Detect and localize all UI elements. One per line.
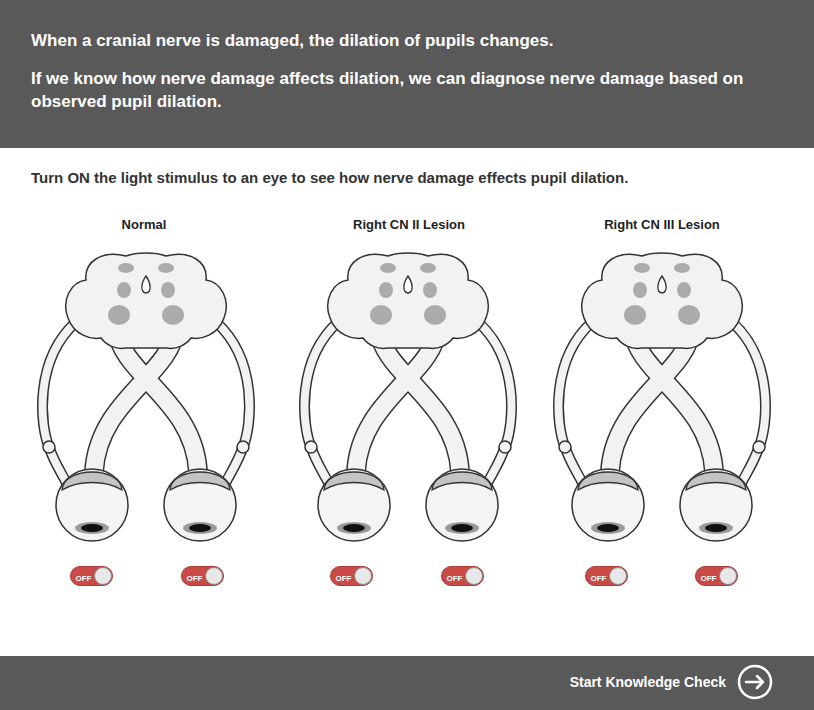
toggle-switch: OFF <box>695 566 738 586</box>
toggle-text: OFF <box>586 569 607 589</box>
panel-title: Right CN III Lesion <box>552 216 772 234</box>
toggle-knob <box>354 567 372 585</box>
toggle-text: OFF <box>442 569 463 589</box>
toggle-knob <box>465 567 483 585</box>
toggle-switch: OFF <box>585 566 628 586</box>
header-band: When a cranial nerve is damaged, the dil… <box>0 0 814 148</box>
toggle-switch: OFF <box>70 566 113 586</box>
toggle-switch: OFF <box>441 566 484 586</box>
panel-title: Right CN II Lesion <box>299 216 519 234</box>
toggle-text: OFF <box>696 569 717 589</box>
reflex-illustration <box>305 253 512 541</box>
intro-text: When a cranial nerve is damaged, the dil… <box>31 29 790 52</box>
instruction-text: Turn ON the light stimulus to an eye to … <box>31 169 801 187</box>
button-text: Start Knowledge Check <box>570 673 726 691</box>
toggle-knob <box>609 567 627 585</box>
toggle-switch: OFF <box>330 566 373 586</box>
toggle-text: OFF <box>331 569 352 589</box>
reflex-illustration <box>559 253 766 541</box>
toggle-switch: OFF <box>181 566 224 586</box>
toggle-text: OFF <box>71 569 92 589</box>
footer-band: Start Knowledge Check <box>0 656 814 710</box>
toggle-knob <box>719 567 737 585</box>
next-arrow-icon <box>737 664 773 700</box>
toggle-text: OFF <box>182 569 203 589</box>
toggle-knob <box>205 567 223 585</box>
toggle-knob <box>94 567 112 585</box>
reflex-illustration <box>43 253 250 541</box>
intro-text: If we know how nerve damage affects dila… <box>31 67 790 113</box>
panel-title: Normal <box>34 216 254 234</box>
